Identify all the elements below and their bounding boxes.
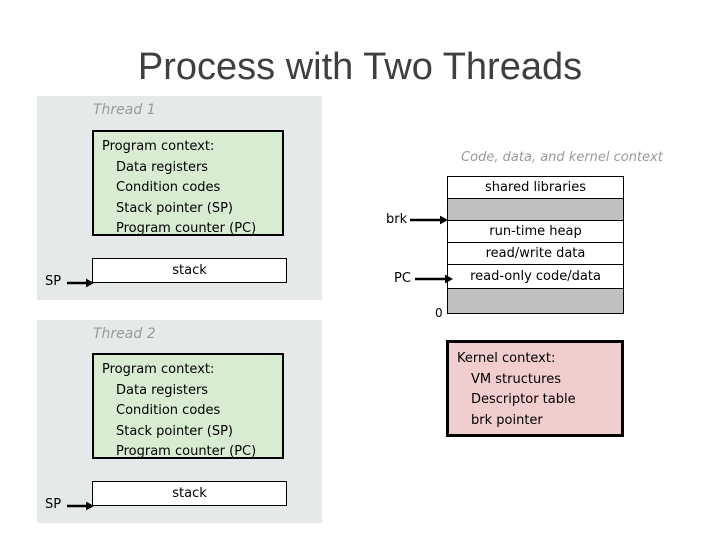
memory-row-run-time-heap: run-time heap — [448, 221, 623, 243]
kernel-item-brk-pointer: brk pointer — [471, 412, 543, 428]
thread-1-stack-box: stack — [92, 258, 287, 283]
thread-panel-1: Thread 1 Program context: Data registers… — [37, 96, 322, 300]
thread-2-program-context-box: Program context: Data registers Conditio… — [92, 353, 284, 459]
memory-map: shared libraries run-time heap read/writ… — [447, 176, 624, 314]
memory-row-shared-libraries: shared libraries — [448, 177, 623, 199]
thread-2-stack-box: stack — [92, 481, 287, 506]
memory-row-gap-lower — [448, 289, 623, 313]
kernel-heading: Kernel context: — [457, 351, 556, 366]
page-title: Process with Two Threads — [137, 46, 583, 88]
kernel-item-descriptor-table: Descriptor table — [471, 392, 576, 407]
thread-1-sp-label: SP — [45, 274, 62, 289]
context-item-data-registers: Data registers — [116, 159, 209, 175]
context-item-condition-codes: Condition codes — [116, 180, 221, 195]
context-item-data-registers: Data registers — [116, 382, 209, 398]
context-item-program-counter: Program counter (PC) — [116, 444, 257, 459]
context-item-condition-codes: Condition codes — [116, 403, 221, 418]
thread-1-label: Thread 1 — [93, 102, 156, 118]
brk-pointer-label: brk — [386, 212, 408, 227]
thread-1-sp-arrow-icon — [67, 278, 94, 288]
kernel-item-vm-structures: VM structures — [471, 371, 562, 387]
thread-2-sp-arrow-icon — [67, 501, 94, 511]
thread-2-sp-label: SP — [45, 497, 62, 512]
memory-zero-address-label: 0 — [435, 306, 443, 320]
thread-1-program-context-box: Program context: Data registers Conditio… — [92, 130, 284, 236]
pc-arrow-icon — [415, 274, 453, 284]
context-item-stack-pointer: Stack pointer (SP) — [116, 200, 233, 216]
thread-2-label: Thread 2 — [93, 326, 156, 342]
context-item-stack-pointer: Stack pointer (SP) — [116, 423, 233, 439]
brk-arrow-icon — [410, 215, 448, 225]
memory-row-gap-upper — [448, 199, 623, 221]
context-item-program-counter: Program counter (PC) — [116, 221, 257, 236]
thread-panel-2: Thread 2 Program context: Data registers… — [37, 320, 322, 523]
kernel-context-box: Kernel context: VM structures Descriptor… — [446, 340, 624, 437]
memory-row-read-only-code-data: read-only code/data — [448, 265, 623, 289]
code-data-kernel-context-label: Code, data, and kernel context — [461, 150, 663, 165]
context-heading: Program context: — [102, 139, 215, 154]
pc-pointer-label: PC — [394, 271, 411, 286]
memory-row-read-write-data: read/write data — [448, 243, 623, 265]
context-heading: Program context: — [102, 362, 215, 377]
